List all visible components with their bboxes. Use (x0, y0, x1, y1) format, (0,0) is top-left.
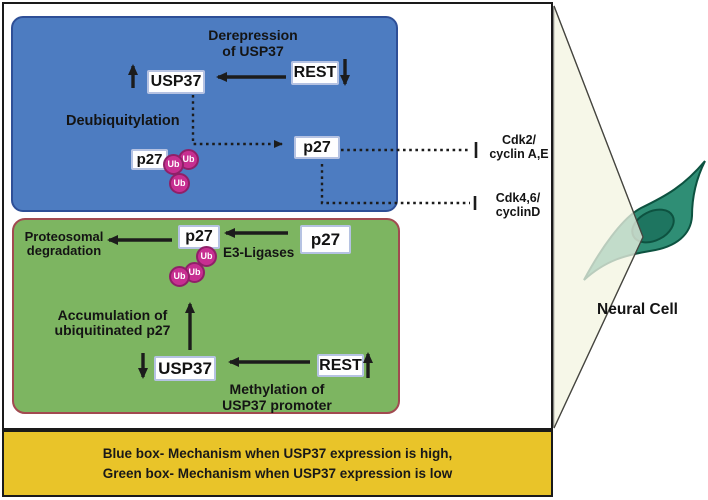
zoom-cone (553, 5, 644, 429)
ub-label: Ub (182, 154, 195, 164)
rest-node-low: REST (317, 354, 364, 377)
blue-box-usp37-high: Derepression of USP37 REST USP37 Deubiqu… (11, 16, 398, 212)
neural-cell-nucleus (631, 208, 675, 244)
usp37-node-high: USP37 (147, 70, 205, 94)
ub-badge: Ub (163, 154, 184, 175)
legend-bar: Blue box- Mechanism when USP37 expressio… (2, 430, 553, 497)
neural-cell-body (583, 160, 706, 281)
derepression-label: Derepression of USP37 (208, 27, 298, 59)
methylation-label: Methylation of USP37 promoter (222, 381, 332, 413)
ub-label: Ub (173, 178, 186, 188)
p27-free-node-high: p27 (294, 136, 340, 159)
green-box-usp37-low: Proteosomal degradation p27 Ub Ub Ub E3-… (12, 218, 400, 414)
ub-badge: Ub (169, 173, 190, 194)
neural-cell-label: Neural Cell (597, 301, 678, 318)
legend-line-blue: Blue box- Mechanism when USP37 expressio… (102, 446, 453, 461)
proteosomal-degradation-label: Proteosomal degradation (24, 229, 104, 258)
accumulation-label: Accumulation of ubiquitinated p27 (54, 307, 171, 338)
neural-cell-illustration (583, 160, 706, 281)
cdk2-cyclin-label: Cdk2/ cyclin A,E (489, 133, 549, 161)
e3-ligases-label: E3-Ligases (223, 245, 295, 260)
ub-label: Ub (188, 267, 201, 277)
ub-label: Ub (173, 271, 186, 281)
cone-wash (554, 6, 643, 428)
p27-ubiquitinated-node-high: p27 (131, 149, 168, 170)
ub-badge: Ub (196, 246, 217, 267)
rest-node-high: REST (291, 61, 339, 85)
ub-badge: Ub (169, 266, 190, 287)
legend-line-green: Green box- Mechanism when USP37 expressi… (102, 466, 453, 481)
cone-outline (553, 5, 644, 429)
usp37-node-low: USP37 (154, 356, 216, 381)
ub-label: Ub (167, 159, 180, 169)
p27-free-node-low: p27 (300, 225, 351, 254)
ub-label: Ub (200, 251, 213, 261)
deubiquitylation-label: Deubiquitylation (66, 113, 180, 129)
cdk4-cyclin-label: Cdk4,6/ cyclinD (495, 191, 541, 219)
p27-ubiquitinated-node-low: p27 (178, 225, 220, 249)
